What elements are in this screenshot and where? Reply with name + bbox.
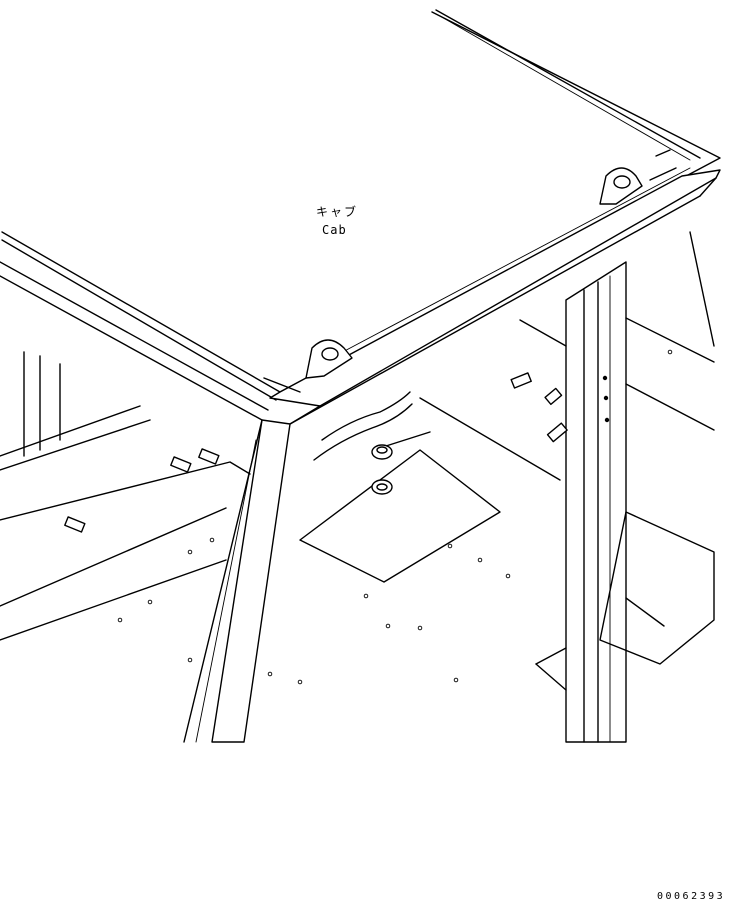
studs <box>64 372 568 533</box>
right-side-frame <box>519 231 715 665</box>
left-front-pillar <box>183 419 291 743</box>
part-name-jp: キャブ <box>316 205 359 219</box>
left-side-frame <box>0 351 151 471</box>
grommet <box>371 444 393 495</box>
floor-holes <box>117 349 673 685</box>
part-name-en: Cab <box>322 223 347 237</box>
lifting-eye-right <box>599 149 677 205</box>
lifting-eye-left <box>263 339 353 393</box>
right-rear-pillar <box>565 261 627 743</box>
drawing-number: 00062393 <box>657 891 726 902</box>
front-roof-beam <box>0 169 721 425</box>
hose-assembly <box>313 391 431 461</box>
